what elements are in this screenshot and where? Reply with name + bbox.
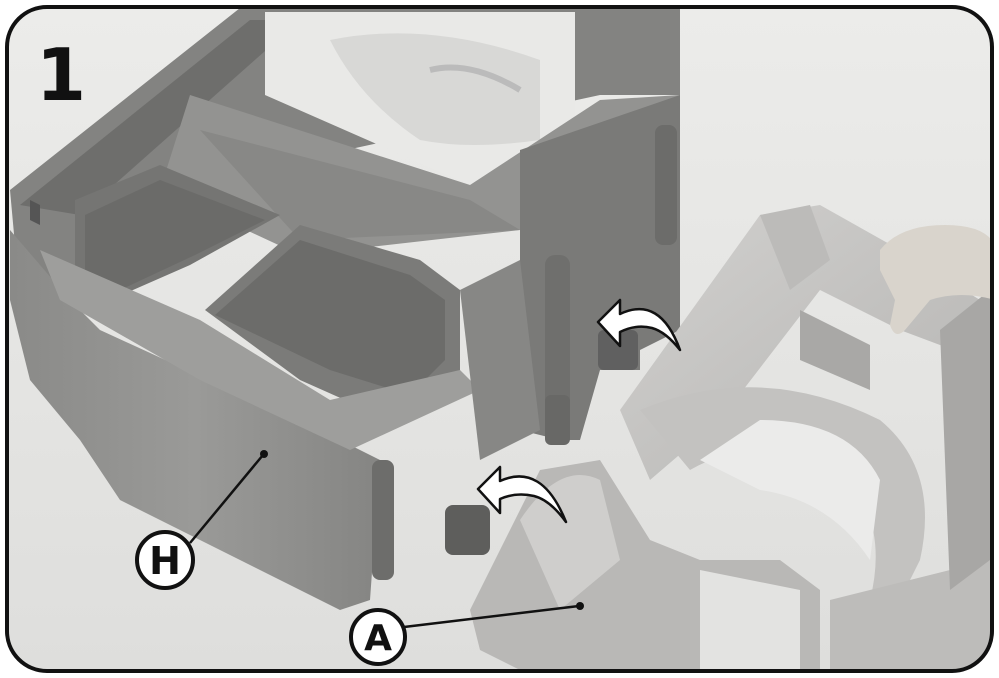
curved-arrow-icon <box>596 298 682 352</box>
callout-a: A <box>349 602 584 666</box>
part-h-front-wall <box>10 230 380 610</box>
callout-letter-h: H <box>149 539 181 583</box>
hand <box>880 225 992 334</box>
curved-arrow-icon <box>476 465 568 524</box>
frame-border <box>5 5 994 673</box>
step-number: 1 <box>36 33 86 117</box>
leader-line-h <box>189 454 264 544</box>
callout-letter-a: A <box>364 618 392 659</box>
callout-circle-h <box>135 530 195 590</box>
part-h <box>10 8 680 610</box>
leader-line-a <box>403 604 580 629</box>
callout-circle-a <box>349 608 407 666</box>
part-a-arch <box>640 387 925 600</box>
callout-h: H <box>135 450 268 590</box>
